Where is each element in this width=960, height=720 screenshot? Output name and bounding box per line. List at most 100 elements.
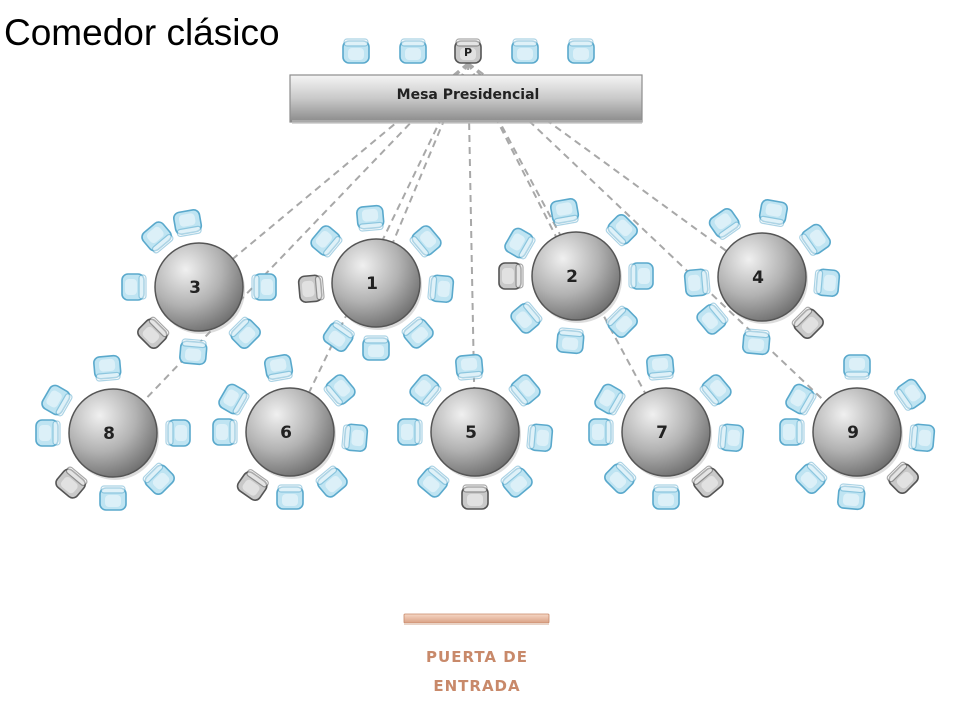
round-table-9: 9 (812, 387, 903, 479)
guidance-line (467, 62, 476, 433)
guest-chair (908, 423, 936, 452)
guest-chair (708, 208, 741, 240)
guest-chair (409, 225, 442, 258)
round-table-3: 3 (154, 242, 245, 334)
reserved-chair (886, 461, 919, 494)
guest-chair (500, 465, 533, 498)
guest-chair (758, 199, 789, 228)
round-tables: 1 2 3 4 5 6 7 8 9 (68, 231, 903, 480)
guidance-line (467, 62, 858, 433)
guest-chair (342, 38, 370, 64)
guest-chair (742, 328, 771, 356)
guest-chair (322, 320, 355, 352)
guest-chair (315, 465, 348, 498)
guest-chair (605, 305, 638, 338)
guest-chair (843, 354, 871, 380)
table-number: 4 (752, 268, 764, 288)
reserved-chair (691, 465, 724, 498)
entrance-door (403, 613, 550, 624)
guest-chair (605, 214, 638, 247)
reserved-chair (236, 469, 269, 501)
guest-chair (179, 338, 208, 366)
reserved-chair (498, 262, 524, 290)
guidance-line (112, 62, 469, 434)
round-table-5: 5 (430, 387, 521, 479)
guest-chair (594, 383, 626, 416)
guest-chair (717, 423, 745, 452)
guest-chair (779, 418, 805, 446)
presidential-chair (454, 38, 482, 64)
table-number: 3 (189, 278, 201, 298)
guest-chair (35, 419, 61, 447)
guest-chair (399, 38, 427, 64)
reserved-chair (137, 316, 170, 349)
table-number: 9 (847, 423, 859, 443)
guest-chair (696, 302, 729, 335)
guest-chair (401, 316, 434, 349)
guest-chair (652, 484, 680, 510)
guest-chair (628, 262, 654, 290)
guest-chair (837, 483, 866, 511)
guest-chair (556, 327, 585, 355)
guest-chair (795, 461, 828, 494)
guest-chair (799, 223, 831, 256)
guest-chair (276, 484, 304, 510)
guest-chair (510, 301, 543, 334)
entrance-label-line1: PUERTA DE (426, 648, 528, 666)
guest-chair (567, 38, 595, 64)
guest-chair (526, 423, 554, 452)
guest-chair (228, 316, 261, 349)
reserved-chair (55, 466, 88, 499)
guest-chair (785, 383, 817, 416)
guest-chair (121, 273, 147, 301)
guest-chair (427, 274, 455, 303)
table-number: 7 (656, 423, 668, 443)
round-table-6: 6 (245, 387, 336, 479)
guest-chair (397, 418, 423, 446)
chairs: P (35, 38, 936, 511)
guest-chair (455, 353, 484, 381)
guest-chair (362, 335, 390, 361)
guest-chair (356, 204, 385, 232)
guest-chair (323, 374, 356, 407)
guest-chair (699, 374, 732, 407)
guest-chair (263, 354, 294, 383)
guest-chair (341, 423, 369, 452)
guest-chair (417, 465, 450, 498)
guest-chair (310, 225, 343, 258)
guest-chair (218, 383, 250, 416)
guest-chair (813, 268, 841, 297)
guest-chair (93, 354, 122, 382)
table-number: 2 (566, 267, 578, 287)
guest-chair (141, 221, 174, 254)
round-table-8: 8 (68, 388, 159, 480)
guest-chair (99, 485, 127, 511)
head-table-label: Mesa Presidencial (397, 87, 540, 103)
table-number: 8 (103, 424, 115, 444)
guest-chair (646, 353, 675, 381)
round-table-7: 7 (621, 387, 712, 479)
reserved-chair (791, 306, 824, 339)
guest-chair (41, 384, 73, 417)
entrance-label-line2: ENTRADA (433, 677, 520, 695)
reserved-chair (297, 274, 325, 303)
reserved-chair (461, 484, 489, 510)
guest-chair (508, 374, 541, 407)
guest-chair (683, 268, 711, 297)
round-table-4: 4 (717, 232, 808, 324)
guidance-line (198, 62, 469, 288)
guest-chair (142, 462, 175, 495)
guest-chair (549, 198, 580, 227)
table-number: 1 (366, 274, 378, 294)
guest-chair (604, 461, 637, 494)
guest-chair (212, 418, 238, 446)
entrance: PUERTA DE ENTRADA (403, 613, 550, 695)
guest-chair (894, 378, 926, 411)
guest-chair (511, 38, 539, 64)
guest-chair (588, 418, 614, 446)
head-table: Mesa Presidencial (289, 74, 643, 124)
guest-chair (172, 209, 203, 238)
page-title: Comedor clásico (4, 12, 280, 53)
table-number: 5 (465, 423, 477, 443)
